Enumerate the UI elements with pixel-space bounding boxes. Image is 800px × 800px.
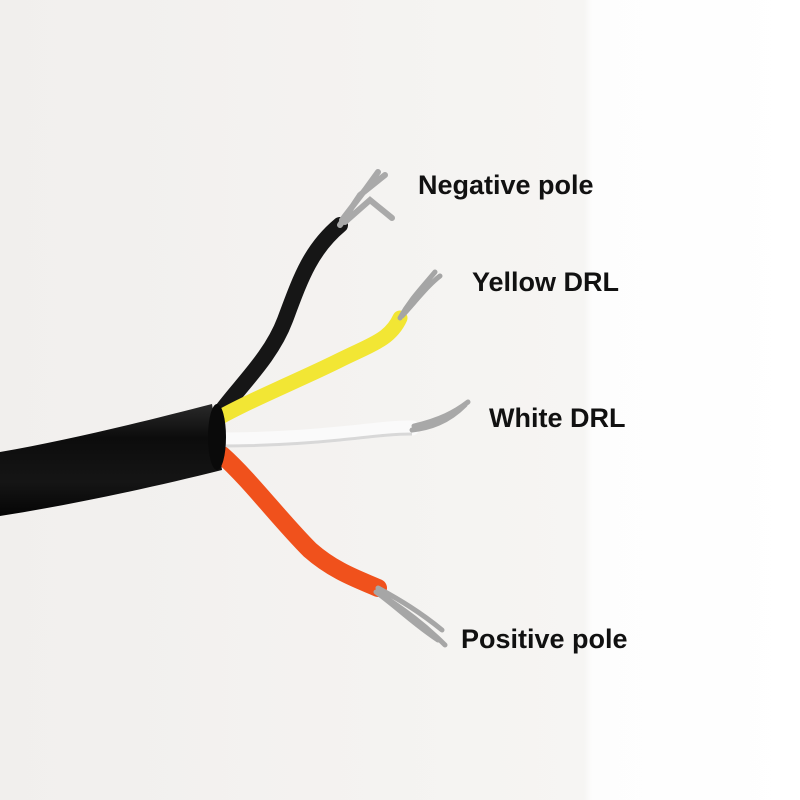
yellow-wire [207,310,408,428]
sheath-end [208,404,226,470]
label-white-drl: White DRL [489,403,626,433]
white-wire [210,420,420,448]
cable-sheath [0,404,222,516]
white-strands [409,399,471,433]
positive-strands [373,585,448,648]
label-negative-pole: Negative pole [418,170,594,200]
yellow-strands [397,269,443,321]
orange-wire [213,446,387,597]
label-yellow-drl: Yellow DRL [472,267,620,297]
negative-strands [337,169,395,228]
black-wire [207,217,348,428]
white-wire-shade [217,432,413,448]
label-positive-pole: Positive pole [461,624,628,654]
